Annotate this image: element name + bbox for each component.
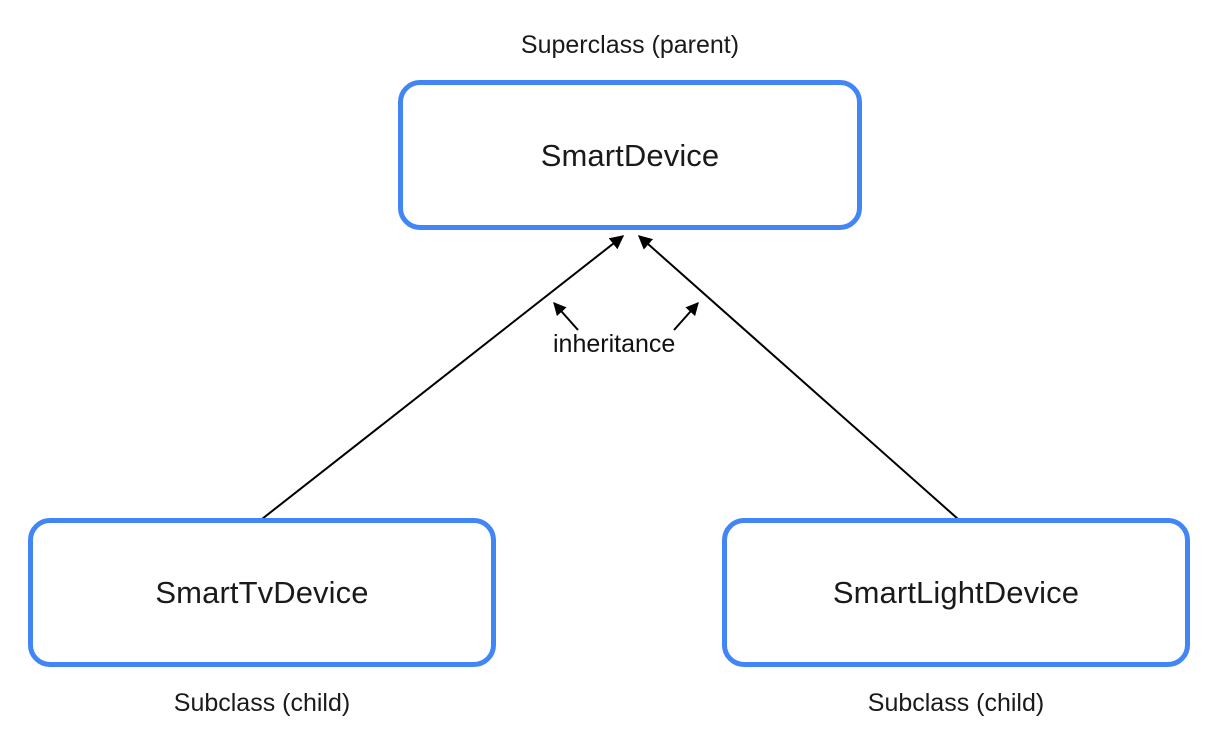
class-box-smarttvdevice[interactable]: SmartTvDevice (28, 518, 496, 667)
class-name-smartdevice: SmartDevice (540, 137, 720, 173)
pointer-left-icon (553, 302, 579, 331)
edge-smarttvdevice-to-smartdevice (261, 235, 625, 520)
class-name-smartlightdevice: SmartLightDevice (832, 575, 1080, 610)
class-name-smarttvdevice: SmartTvDevice (155, 575, 369, 610)
class-box-smartlightdevice[interactable]: SmartLightDevice (722, 518, 1190, 667)
class-box-smartdevice[interactable]: SmartDevice (398, 80, 862, 230)
edge-smartlightdevice-to-smartdevice (637, 235, 959, 520)
superclass-role-label: Superclass (parent) (520, 31, 740, 59)
subclass-right-role-label: Subclass (child) (867, 689, 1045, 717)
inheritance-label: inheritance (553, 330, 676, 358)
pointer-right-icon (673, 302, 699, 331)
subclass-left-role-label: Subclass (child) (173, 689, 351, 717)
